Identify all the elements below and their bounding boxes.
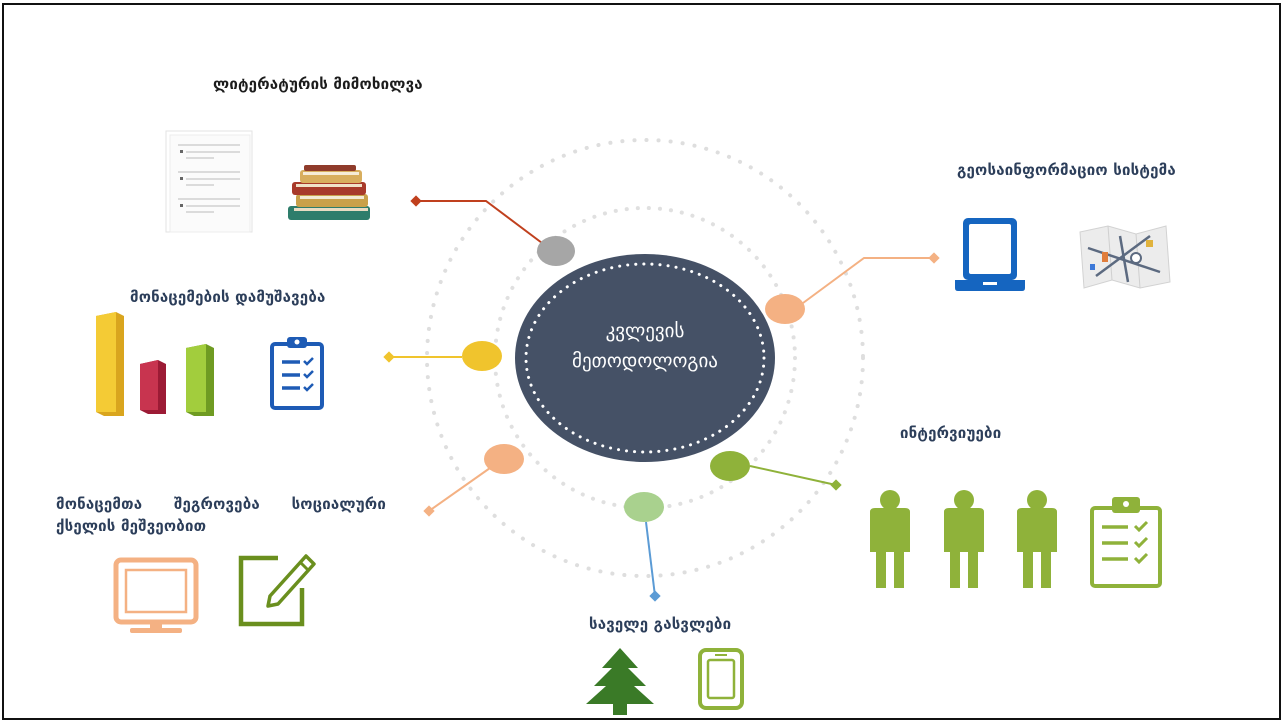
tree-icon <box>586 648 654 715</box>
map-icon <box>1079 225 1171 289</box>
person-icon <box>1017 490 1057 588</box>
checklist-icon <box>270 337 324 410</box>
label-literature-review: ლიტერატურის მიმოხილვა <box>213 75 423 93</box>
pen-square-icon <box>238 554 316 627</box>
person-icon <box>944 490 984 588</box>
books-icon <box>288 165 370 220</box>
center-dotted-border <box>524 262 766 454</box>
laptop-icon <box>955 218 1025 291</box>
phone-icon <box>698 648 744 710</box>
center-title-line1: კვლევის <box>605 320 685 342</box>
person-icon <box>870 490 910 588</box>
center-title-line2: მეთოდოლოგია <box>572 350 718 372</box>
connector-processing <box>383 341 502 371</box>
inner-dotted-ring <box>493 206 797 510</box>
monitor-icon <box>113 557 199 633</box>
connector-gis <box>765 252 940 324</box>
connector-field <box>624 492 664 602</box>
label-gis: გეოსაინფორმაციო სისტემა <box>957 161 1176 179</box>
connector-interviews <box>710 451 842 491</box>
node-gis <box>765 294 805 324</box>
node-collection <box>484 444 524 474</box>
center-title: კვლევის მეთოდოლოგია <box>530 316 760 376</box>
connector-collection <box>423 444 524 517</box>
label-field-trips: საველე გასვლები <box>589 615 732 633</box>
label-data-collection: მონაცემთა შეგროვება სოციალური ქსელის მეშ… <box>56 495 386 535</box>
bar-chart-icon <box>96 312 214 416</box>
document-icon <box>165 130 253 233</box>
center-node <box>515 254 775 462</box>
label-interviews: ინტერვიუები <box>900 424 1002 442</box>
node-field <box>624 492 664 522</box>
node-processing <box>462 341 502 371</box>
checklist-icon <box>1090 497 1162 588</box>
node-interviews <box>710 451 750 481</box>
node-literature <box>537 236 575 266</box>
label-data-processing: მონაცემების დამუშავება <box>130 288 326 306</box>
outer-dotted-ring <box>425 138 865 578</box>
connector-literature <box>410 195 575 266</box>
